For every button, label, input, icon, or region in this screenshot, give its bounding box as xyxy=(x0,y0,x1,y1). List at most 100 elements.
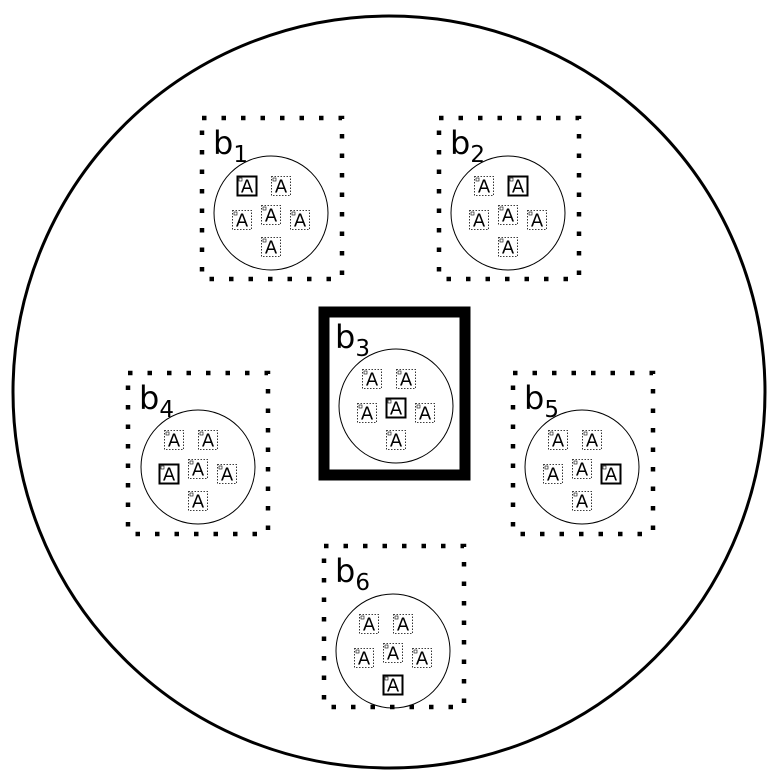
glyph-box: A xyxy=(498,205,518,227)
dotted-frame xyxy=(321,543,467,710)
dotted-frame xyxy=(436,115,582,282)
glyph-letter: A xyxy=(363,615,376,636)
block-label: b4 xyxy=(139,379,174,423)
glyph-letter: A xyxy=(387,676,400,697)
dotted-frame xyxy=(125,370,271,537)
block-label-subscript: 2 xyxy=(470,142,485,168)
block-label-subscript: 6 xyxy=(355,570,370,596)
glyph-box: A xyxy=(469,210,489,232)
glyph-letter: A xyxy=(552,431,565,452)
glyph-box: A xyxy=(396,369,416,391)
glyph-box: A xyxy=(572,459,592,481)
glyph-letter: A xyxy=(361,404,374,425)
glyph-box: A xyxy=(359,614,379,636)
glyph-letter: A xyxy=(390,431,403,452)
glyph-letter: A xyxy=(473,211,486,232)
highlighted-glyph-box: A xyxy=(507,175,529,198)
glyph-letter: A xyxy=(586,431,599,452)
glyph-letter: A xyxy=(478,177,491,198)
highlighted-glyph-box: A xyxy=(158,463,180,486)
glyph-box: A xyxy=(383,643,403,665)
glyph-box: A xyxy=(198,430,218,452)
highlighted-glyph-box: A xyxy=(600,463,622,486)
glyph-letter: A xyxy=(576,492,589,513)
glyph-letter: A xyxy=(397,615,410,636)
highlighted-glyph-box: A xyxy=(236,175,258,198)
glyph-box: A xyxy=(498,237,518,259)
glyph-letter: A xyxy=(236,211,249,232)
glyph-letter: A xyxy=(419,404,432,425)
dotted-frame xyxy=(199,115,345,282)
selected-frame xyxy=(318,306,471,481)
block-label-base: b xyxy=(335,318,355,356)
glyph-letter: A xyxy=(358,649,371,670)
block-label: b2 xyxy=(450,124,485,168)
glyph-box: A xyxy=(354,648,374,670)
glyph-letter: A xyxy=(163,465,176,486)
glyph-box: A xyxy=(412,648,432,670)
cluster-circle xyxy=(140,409,256,525)
glyph-box: A xyxy=(415,403,435,425)
block-label-subscript: 1 xyxy=(233,142,248,168)
block-label-subscript: 4 xyxy=(159,397,174,423)
glyph-letter: A xyxy=(366,370,379,391)
glyph-letter: A xyxy=(265,238,278,259)
glyph-box: A xyxy=(572,491,592,513)
glyph-letter: A xyxy=(400,370,413,391)
glyph-letter: A xyxy=(275,177,288,198)
block-label-base: b xyxy=(335,552,355,590)
glyph-box: A xyxy=(582,430,602,452)
glyph-box: A xyxy=(217,464,237,486)
glyph-letter: A xyxy=(390,399,403,420)
cluster-circle xyxy=(338,348,454,464)
glyph-letter: A xyxy=(512,177,525,198)
block-label: b3 xyxy=(335,318,370,362)
glyph-box: A xyxy=(548,430,568,452)
glyph-letter: A xyxy=(221,465,234,486)
glyph-box: A xyxy=(188,459,208,481)
glyph-box: A xyxy=(261,237,281,259)
glyph-letter: A xyxy=(576,460,589,481)
glyph-letter: A xyxy=(168,431,181,452)
glyph-box: A xyxy=(164,430,184,452)
block-label-base: b xyxy=(213,124,233,162)
glyph-box: A xyxy=(261,205,281,227)
glyph-box: A xyxy=(362,369,382,391)
block-label: b1 xyxy=(213,124,248,168)
glyph-box: A xyxy=(386,430,406,452)
cluster-circle xyxy=(450,155,566,271)
glyph-box: A xyxy=(474,176,494,198)
glyph-box: A xyxy=(290,210,310,232)
glyph-letter: A xyxy=(265,206,278,227)
glyph-letter: A xyxy=(531,211,544,232)
highlighted-glyph-box: A xyxy=(382,674,404,697)
block-label: b6 xyxy=(335,552,370,596)
block-label-base: b xyxy=(524,379,544,417)
block-label-subscript: 3 xyxy=(355,336,370,362)
block-label: b5 xyxy=(524,379,559,423)
block-label-base: b xyxy=(139,379,159,417)
highlighted-glyph-box: A xyxy=(385,397,407,420)
glyph-letter: A xyxy=(192,492,205,513)
glyph-letter: A xyxy=(502,206,515,227)
glyph-letter: A xyxy=(387,644,400,665)
outer-circle xyxy=(11,14,767,770)
glyph-box: A xyxy=(357,403,377,425)
block-label-base: b xyxy=(450,124,470,162)
glyph-letter: A xyxy=(202,431,215,452)
glyph-box: A xyxy=(232,210,252,232)
glyph-box: A xyxy=(393,614,413,636)
glyph-letter: A xyxy=(192,460,205,481)
glyph-letter: A xyxy=(502,238,515,259)
glyph-box: A xyxy=(188,491,208,513)
glyph-letter: A xyxy=(294,211,307,232)
glyph-box: A xyxy=(271,176,291,198)
glyph-letter: A xyxy=(416,649,429,670)
